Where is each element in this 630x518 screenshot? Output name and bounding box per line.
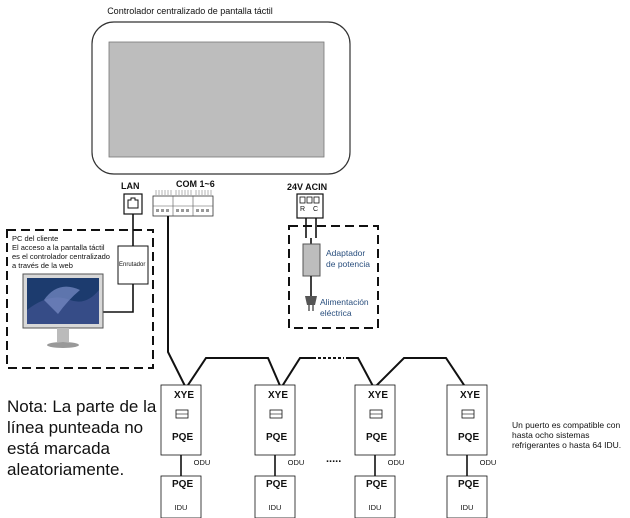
diagram-title: Controlador centralizado de pantalla tác… bbox=[107, 6, 273, 16]
odu1-pqe: PQE bbox=[172, 432, 194, 443]
idu1-label: IDU bbox=[174, 503, 188, 512]
idu4-label: IDU bbox=[460, 503, 474, 512]
odu-idu-links bbox=[180, 455, 468, 476]
idu4-pqe: PQE bbox=[458, 479, 480, 490]
idu2-pqe: PQE bbox=[266, 479, 288, 490]
plug-icon bbox=[305, 296, 317, 305]
idu-units bbox=[160, 475, 488, 518]
odu-unit-4 bbox=[446, 384, 488, 456]
adapter-label-2: de potencia bbox=[326, 259, 370, 269]
com-pins bbox=[155, 190, 212, 195]
ethernet-icon bbox=[127, 197, 139, 209]
odu2-label: ODU bbox=[287, 458, 305, 467]
router-label: Enrutador bbox=[119, 262, 146, 268]
odu4-label: ODU bbox=[479, 458, 497, 467]
pc-title: PC del cliente bbox=[12, 234, 59, 243]
pc-desc-line-3: a través de la web bbox=[12, 261, 73, 270]
supply-label-1: Alimentación bbox=[320, 297, 369, 307]
power-input-label: 24V ACIN bbox=[287, 182, 328, 192]
com-bus-line bbox=[167, 216, 187, 389]
idu1-pqe: PQE bbox=[172, 479, 194, 490]
adapter-label-1: Adaptador bbox=[326, 248, 366, 258]
odu3-label: ODU bbox=[387, 458, 405, 467]
odu3-pqe: PQE bbox=[366, 432, 388, 443]
pc-dashed-box bbox=[6, 229, 154, 369]
odu-unit-1 bbox=[160, 384, 202, 456]
power-dashed-box bbox=[288, 225, 379, 329]
pc-desc-line-2: es el controlador centralizado bbox=[12, 252, 110, 261]
idu3-label: IDU bbox=[368, 503, 382, 512]
odu2-xye: XYE bbox=[268, 390, 289, 401]
odu-unit-3 bbox=[354, 384, 396, 456]
port-capacity-note: Un puerto es compatible con hasta ocho s… bbox=[512, 420, 622, 450]
com-label: COM 1~6 bbox=[176, 179, 215, 189]
odu4-xye: XYE bbox=[460, 390, 481, 401]
idu3-pqe: PQE bbox=[366, 479, 388, 490]
pc-desc-line-1: El acceso a la pantalla táctil bbox=[12, 243, 105, 252]
lan-port bbox=[123, 193, 143, 215]
monitor-stand bbox=[47, 342, 79, 348]
com-screws bbox=[156, 209, 209, 212]
odu1-label: ODU bbox=[193, 458, 211, 467]
odu4-pqe: PQE bbox=[458, 432, 480, 443]
idu2-label: IDU bbox=[268, 503, 282, 512]
terminal-c-label: C bbox=[313, 206, 319, 213]
odu2-pqe: PQE bbox=[266, 432, 288, 443]
dotted-line-note: Nota: La parte de la línea punteada no e… bbox=[7, 397, 157, 479]
controller-screen bbox=[108, 41, 325, 158]
odu3-xye: XYE bbox=[368, 390, 389, 401]
lan-label: LAN bbox=[121, 181, 140, 191]
supply-label-2: eléctrica bbox=[320, 308, 352, 318]
power-adapter bbox=[302, 243, 321, 277]
odu1-xye: XYE bbox=[174, 390, 195, 401]
units-ellipsis: ..... bbox=[326, 453, 342, 465]
router-box bbox=[117, 245, 149, 285]
terminal-r-label: R bbox=[300, 206, 306, 213]
